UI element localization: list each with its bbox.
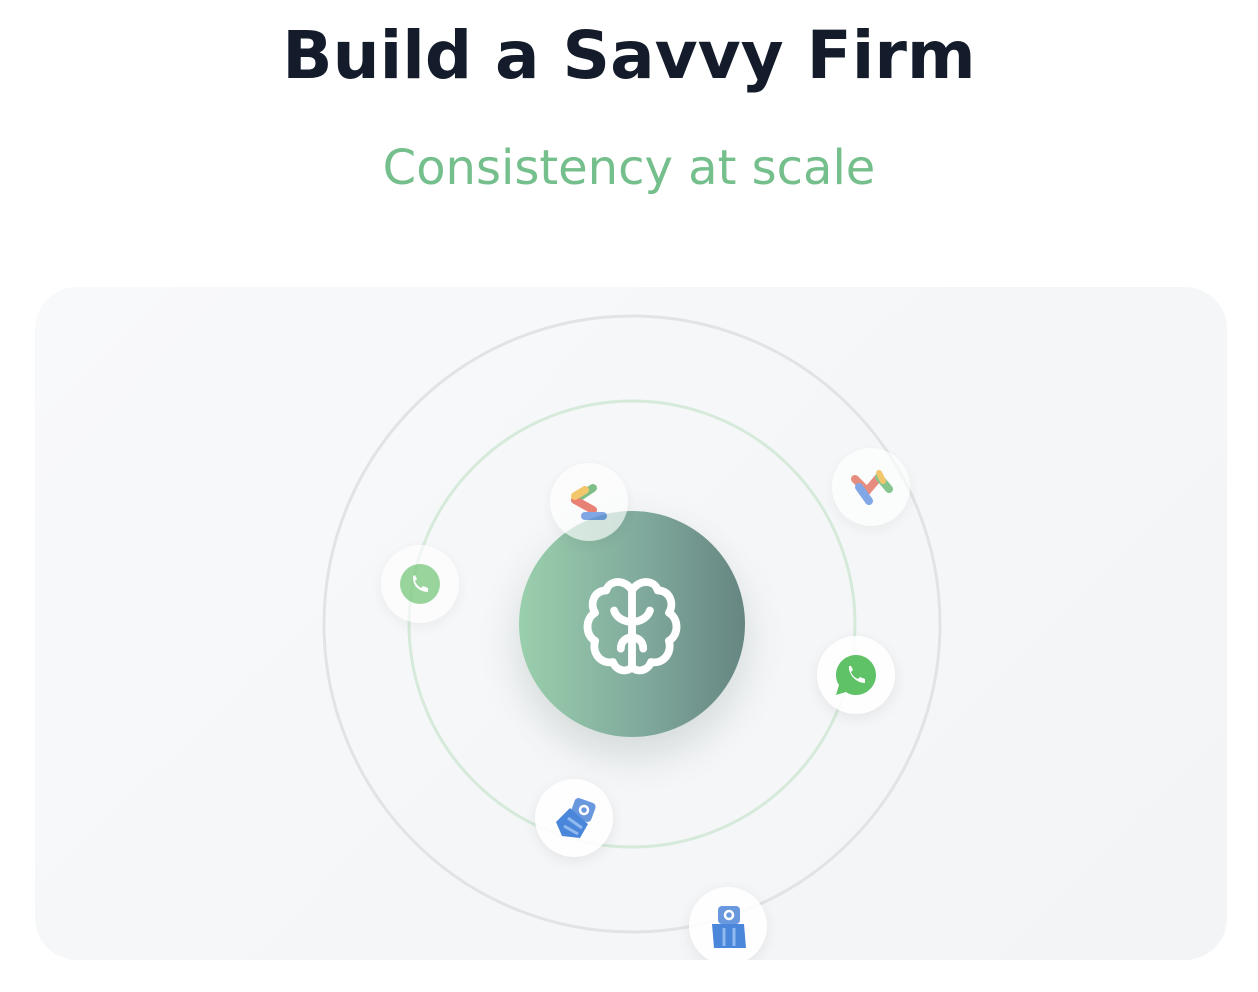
integrations-panel (35, 287, 1227, 960)
orbit-rings (322, 314, 942, 934)
phone-icon (400, 564, 440, 604)
integration-node-whatsapp[interactable] (817, 636, 895, 714)
integration-node-google-my-business[interactable] (535, 779, 613, 857)
page-subtitle: Consistency at scale (382, 140, 876, 196)
gmail-icon (851, 470, 893, 505)
ai-hub (519, 511, 745, 737)
page-title: Build a Savvy Firm (282, 17, 976, 94)
google-my-business-icon (712, 906, 746, 948)
integration-node-gmail[interactable] (832, 448, 910, 526)
brain-icon (583, 578, 681, 675)
google-my-business-icon (556, 797, 596, 838)
inner-orbit-ring (407, 399, 857, 849)
outer-orbit-ring (322, 314, 942, 934)
integration-node-google-analytics[interactable] (550, 463, 628, 541)
integration-node-phone[interactable] (381, 545, 459, 623)
google-analytics-icon (571, 484, 607, 520)
whatsapp-icon (836, 655, 876, 695)
integration-node-google-my-business-2[interactable] (689, 887, 767, 960)
